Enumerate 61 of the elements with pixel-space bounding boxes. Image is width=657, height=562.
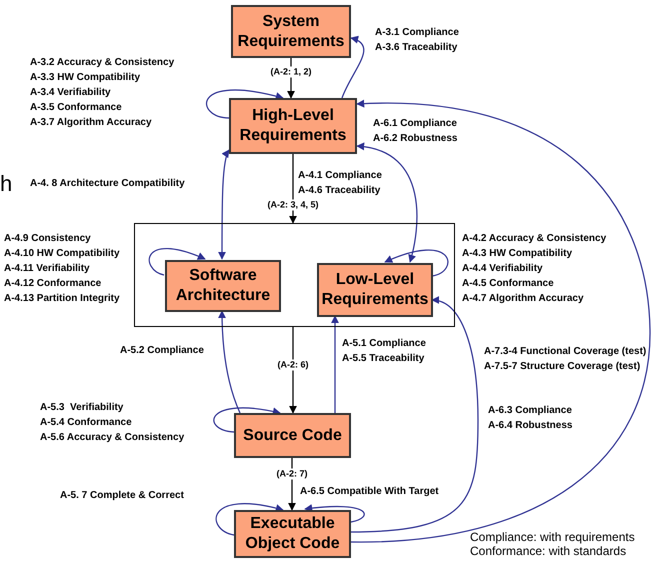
objective-text: A-3.4 Verifiability xyxy=(30,87,111,99)
objective-text: A-3.5 Conformance xyxy=(30,102,122,114)
objective-text: A-4.4 Verifiability xyxy=(462,263,543,275)
edge-label: (A-2: 6) xyxy=(276,360,310,370)
connector-arrow xyxy=(356,143,418,263)
connector-arrow xyxy=(218,310,241,414)
objective-text: A-4.13 Partition Integrity xyxy=(4,293,120,305)
process-box: Source Code xyxy=(234,413,351,458)
objective-text: A-3.3 HW Compatibility xyxy=(30,72,140,84)
objective-text: A-5.1 Compliance xyxy=(342,338,426,350)
connector-arrow xyxy=(384,250,448,277)
objective-text: A-5.3 Verifiability xyxy=(40,402,124,414)
edge-label: (A-2: 1, 2) xyxy=(270,66,312,78)
objective-text: A-4.6 Traceability xyxy=(298,185,380,197)
connector-arrow xyxy=(350,297,479,533)
objective-text: A-6.5 Compatible With Target xyxy=(300,486,439,498)
objective-text: A-6.3 Compliance xyxy=(488,405,572,417)
objective-text: A-4.11 Verifiability xyxy=(4,263,90,275)
objective-text: A-4.2 Accuracy & Consistency xyxy=(462,233,606,245)
connector-arrow xyxy=(350,100,651,543)
objective-text: A-6.4 Robustness xyxy=(488,420,572,432)
objective-text: A-3.6 Traceability xyxy=(375,42,458,54)
objective-text: A-4.12 Conformance xyxy=(4,278,102,290)
objective-text: A-4.10 HW Compatibility xyxy=(4,248,120,260)
process-box: High-Level Requirements xyxy=(229,98,357,154)
connector-arrow xyxy=(148,248,206,276)
edge-label: (A-2: 3, 4, 5) xyxy=(266,200,320,210)
process-box: System Requirements xyxy=(231,5,351,58)
objective-text: A-4.7 Algorithm Accuracy xyxy=(462,293,584,305)
process-box: Low-Level Requirements xyxy=(317,263,433,317)
objective-text: A-5. 7 Complete & Correct xyxy=(60,490,184,502)
objective-text: A-6.2 Robustness xyxy=(373,133,458,145)
connector-arrow xyxy=(216,503,284,536)
note-text: Conformance: with standards xyxy=(470,544,626,558)
connector-arrow xyxy=(206,90,284,119)
objective-text: A-6.1 Compliance xyxy=(373,118,457,130)
objective-text: A-5.2 Compliance xyxy=(120,345,204,357)
edge-label: (A-2: 7) xyxy=(276,468,308,480)
connector-arrow xyxy=(304,504,365,523)
objective-text: A-7.5-7 Structure Coverage (test) xyxy=(484,361,640,373)
objective-text: A-4.5 Conformance xyxy=(462,278,554,290)
objective-text: A-7.3-4 Functional Coverage (test) xyxy=(484,346,646,358)
objective-text: A-4.3 HW Compatibility xyxy=(462,248,572,260)
objective-text: A-3.1 Compliance xyxy=(375,27,459,39)
group-frame xyxy=(134,223,455,327)
connector-arrow xyxy=(331,315,339,413)
connector-arrow xyxy=(341,36,364,98)
objective-text: A-5.4 Conformance xyxy=(40,417,132,429)
process-box: Executable Object Code xyxy=(234,510,351,558)
objective-text: A-4. 8 Architecture Compatibility xyxy=(30,178,185,190)
connector-arrow xyxy=(218,149,230,260)
objective-text: A-5.5 Traceability xyxy=(342,353,424,365)
objective-text: A-5.6 Accuracy & Consistency xyxy=(40,432,184,444)
objective-text: A-4.9 Consistency xyxy=(4,233,91,245)
connector-arrow xyxy=(289,327,297,414)
note-text: Compliance: with requirements xyxy=(470,530,635,544)
process-box: Software Architecture xyxy=(165,260,281,312)
objective-text: A-3.2 Accuracy & Consistency xyxy=(30,57,174,69)
connector-arrow xyxy=(213,407,281,433)
objective-text: A-4.1 Compliance xyxy=(298,170,382,182)
objective-text: A-3.7 Algorithm Accuracy xyxy=(30,117,152,129)
